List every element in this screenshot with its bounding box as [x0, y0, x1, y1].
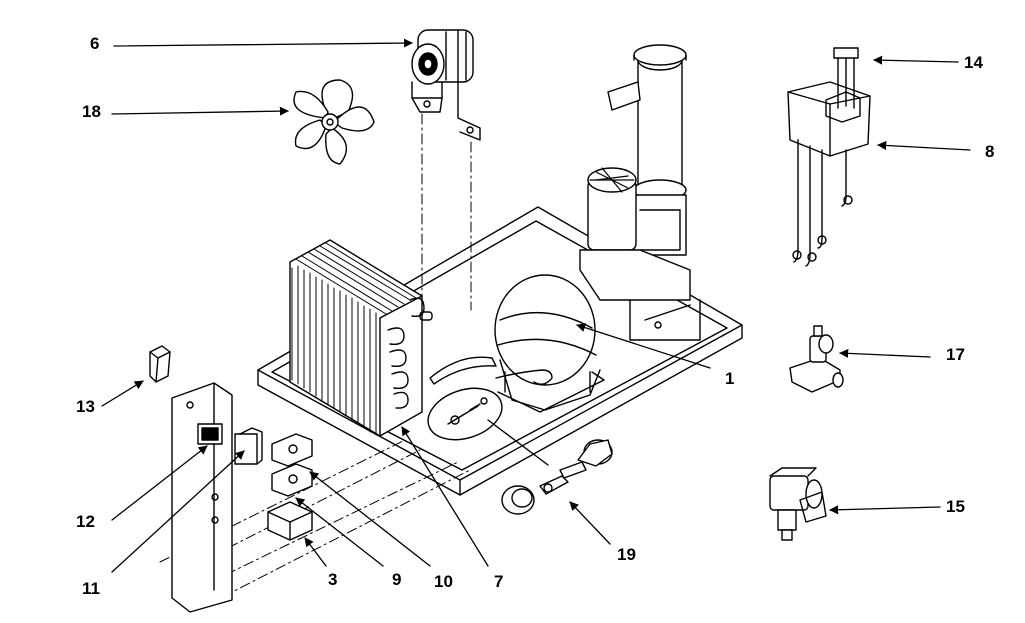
callout-15: 15	[946, 497, 965, 516]
valve-fitting	[789, 325, 844, 393]
callout-1: 1	[725, 369, 735, 388]
callout-6: 6	[90, 34, 100, 53]
drier-parts	[501, 439, 613, 515]
fan-blade	[293, 79, 375, 165]
callout-10: 10	[434, 572, 453, 591]
leader-lines	[101, 38, 971, 573]
fan-motor	[411, 29, 481, 141]
compressor	[429, 274, 605, 413]
control-panel-bracket	[171, 382, 263, 613]
callout-12: 12	[76, 512, 95, 531]
callout-19: 19	[617, 545, 636, 564]
callout-13: 13	[76, 397, 95, 416]
callout-11: 11	[82, 579, 100, 598]
callout-9: 9	[392, 570, 402, 589]
relay-components	[267, 433, 313, 541]
callout-14: 14	[964, 53, 983, 72]
callout-8: 8	[985, 142, 995, 161]
callout-17: 17	[946, 345, 965, 364]
part-13-block	[149, 345, 171, 383]
water-inlet-valve	[769, 467, 827, 541]
callout-3: 3	[328, 570, 338, 589]
evaporator-column	[579, 44, 701, 341]
water-level-probe	[787, 47, 871, 267]
callout-7: 7	[494, 572, 504, 591]
condenser-coil	[289, 239, 433, 437]
callout-18: 18	[82, 102, 101, 121]
drier-detail-loop	[427, 387, 549, 466]
